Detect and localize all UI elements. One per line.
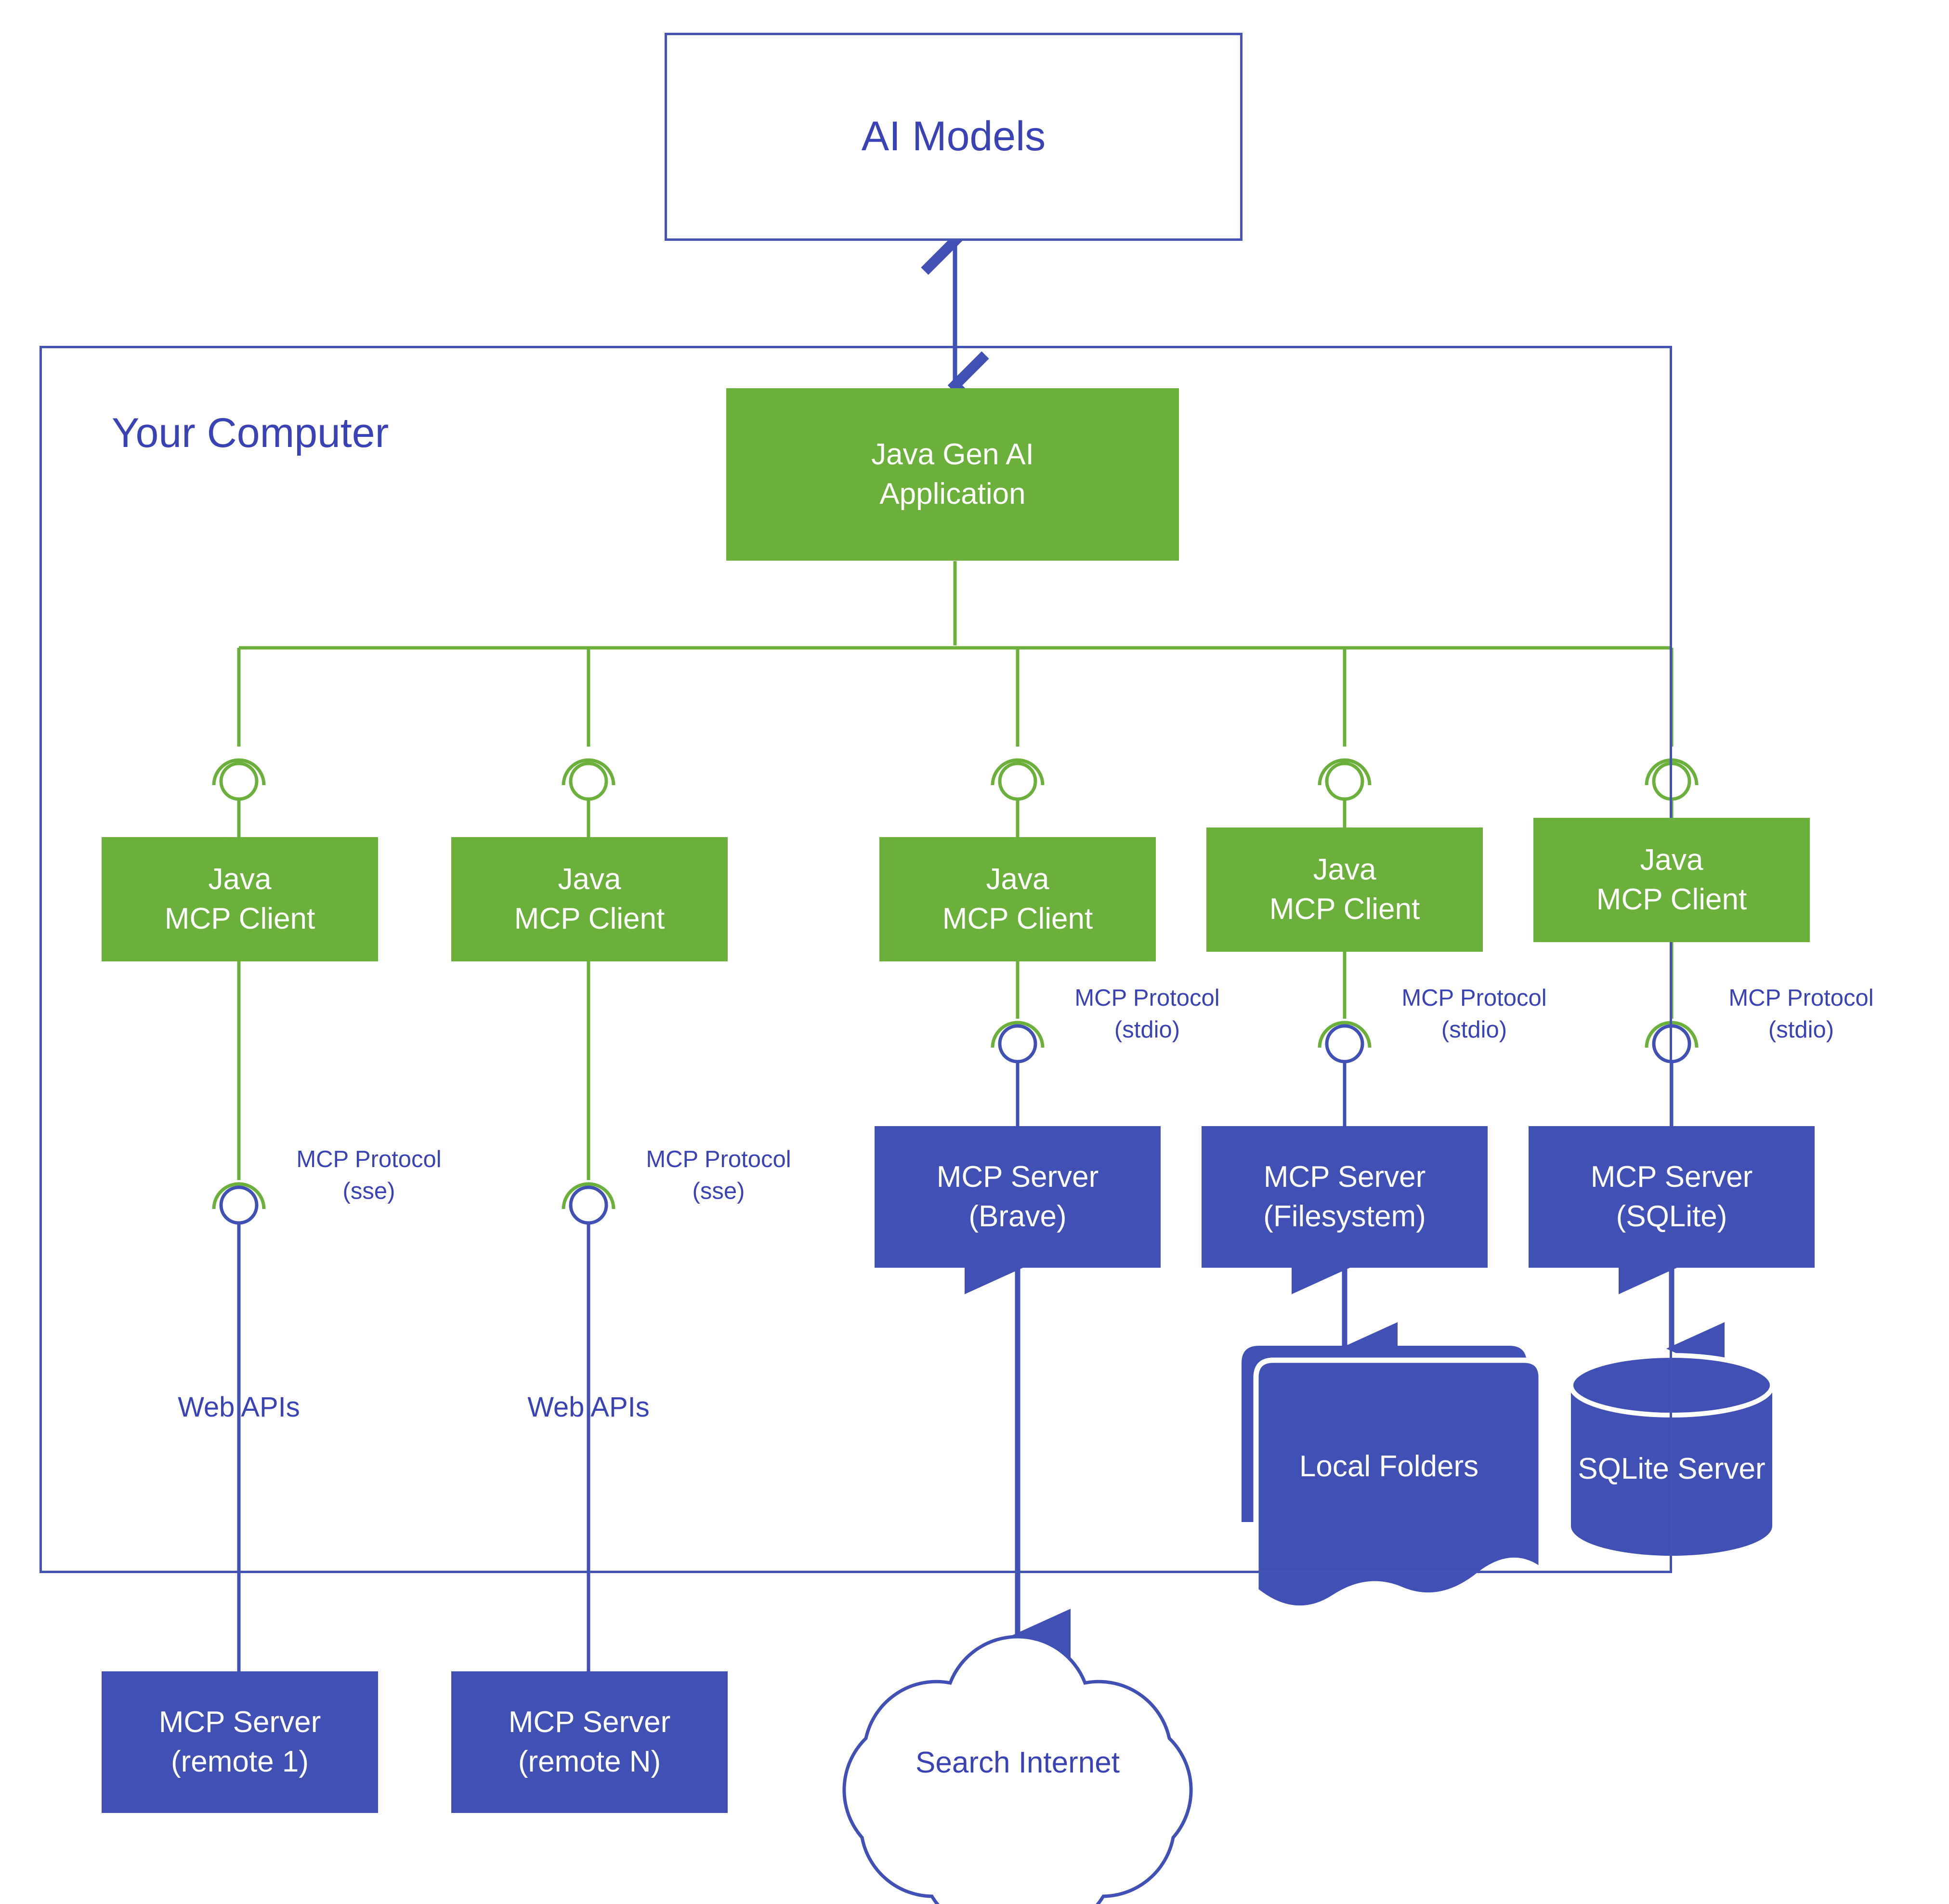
protocol-label-stdio-3: MCP Protocol (stdio) xyxy=(1728,985,1874,1043)
application-label: Java Gen AI Application xyxy=(871,438,1034,511)
client-label: Java MCP Client xyxy=(1269,853,1420,926)
mcp-server-remote-1[interactable]: MCP Server (remote 1) xyxy=(102,1671,378,1813)
client-label: Java MCP Client xyxy=(1596,843,1747,916)
mcp-server-sqlite[interactable]: MCP Server (SQLite) xyxy=(1529,1126,1815,1268)
server-label: MCP Server (Brave) xyxy=(936,1160,1099,1233)
protocol-label-sse-2: MCP Protocol (sse) xyxy=(646,1146,791,1204)
ai-models-label: AI Models xyxy=(861,113,1046,160)
client-label: Java MCP Client xyxy=(514,863,665,935)
protocol-label-stdio-2: MCP Protocol (stdio) xyxy=(1401,985,1547,1043)
java-mcp-client-5[interactable]: Java MCP Client xyxy=(1533,818,1810,942)
java-gen-ai-application-node[interactable]: Java Gen AI Application xyxy=(726,388,1179,561)
client-label: Java MCP Client xyxy=(942,863,1093,935)
server-label: MCP Server (remote 1) xyxy=(158,1706,321,1778)
mcp-server-brave[interactable]: MCP Server (Brave) xyxy=(875,1126,1161,1268)
web-apis-label-2: Web APIs xyxy=(527,1392,650,1423)
java-mcp-client-2[interactable]: Java MCP Client xyxy=(451,837,728,961)
server-label: MCP Server (Filesystem) xyxy=(1263,1160,1426,1233)
mcp-server-filesystem[interactable]: MCP Server (Filesystem) xyxy=(1202,1126,1488,1268)
your-computer-boundary xyxy=(39,346,1672,1573)
server-label: MCP Server (remote N) xyxy=(508,1706,671,1778)
java-mcp-client-4[interactable]: Java MCP Client xyxy=(1206,827,1483,952)
ai-models-node[interactable]: AI Models xyxy=(665,33,1243,241)
your-computer-label: Your Computer xyxy=(112,410,389,456)
server-label: MCP Server (SQLite) xyxy=(1590,1160,1753,1233)
web-apis-label-1: Web APIs xyxy=(178,1392,300,1423)
java-mcp-client-1[interactable]: Java MCP Client xyxy=(102,837,378,961)
protocol-label-sse-1: MCP Protocol (sse) xyxy=(296,1146,442,1204)
sqlite-server-label: SQLite Server xyxy=(1578,1452,1766,1486)
mcp-server-remote-n[interactable]: MCP Server (remote N) xyxy=(451,1671,728,1813)
local-folders-label: Local Folders xyxy=(1299,1450,1479,1484)
protocol-label-stdio-1: MCP Protocol (stdio) xyxy=(1074,985,1220,1043)
java-mcp-client-3[interactable]: Java MCP Client xyxy=(879,837,1156,961)
search-internet-label: Search Internet xyxy=(916,1746,1120,1780)
client-label: Java MCP Client xyxy=(164,863,315,935)
